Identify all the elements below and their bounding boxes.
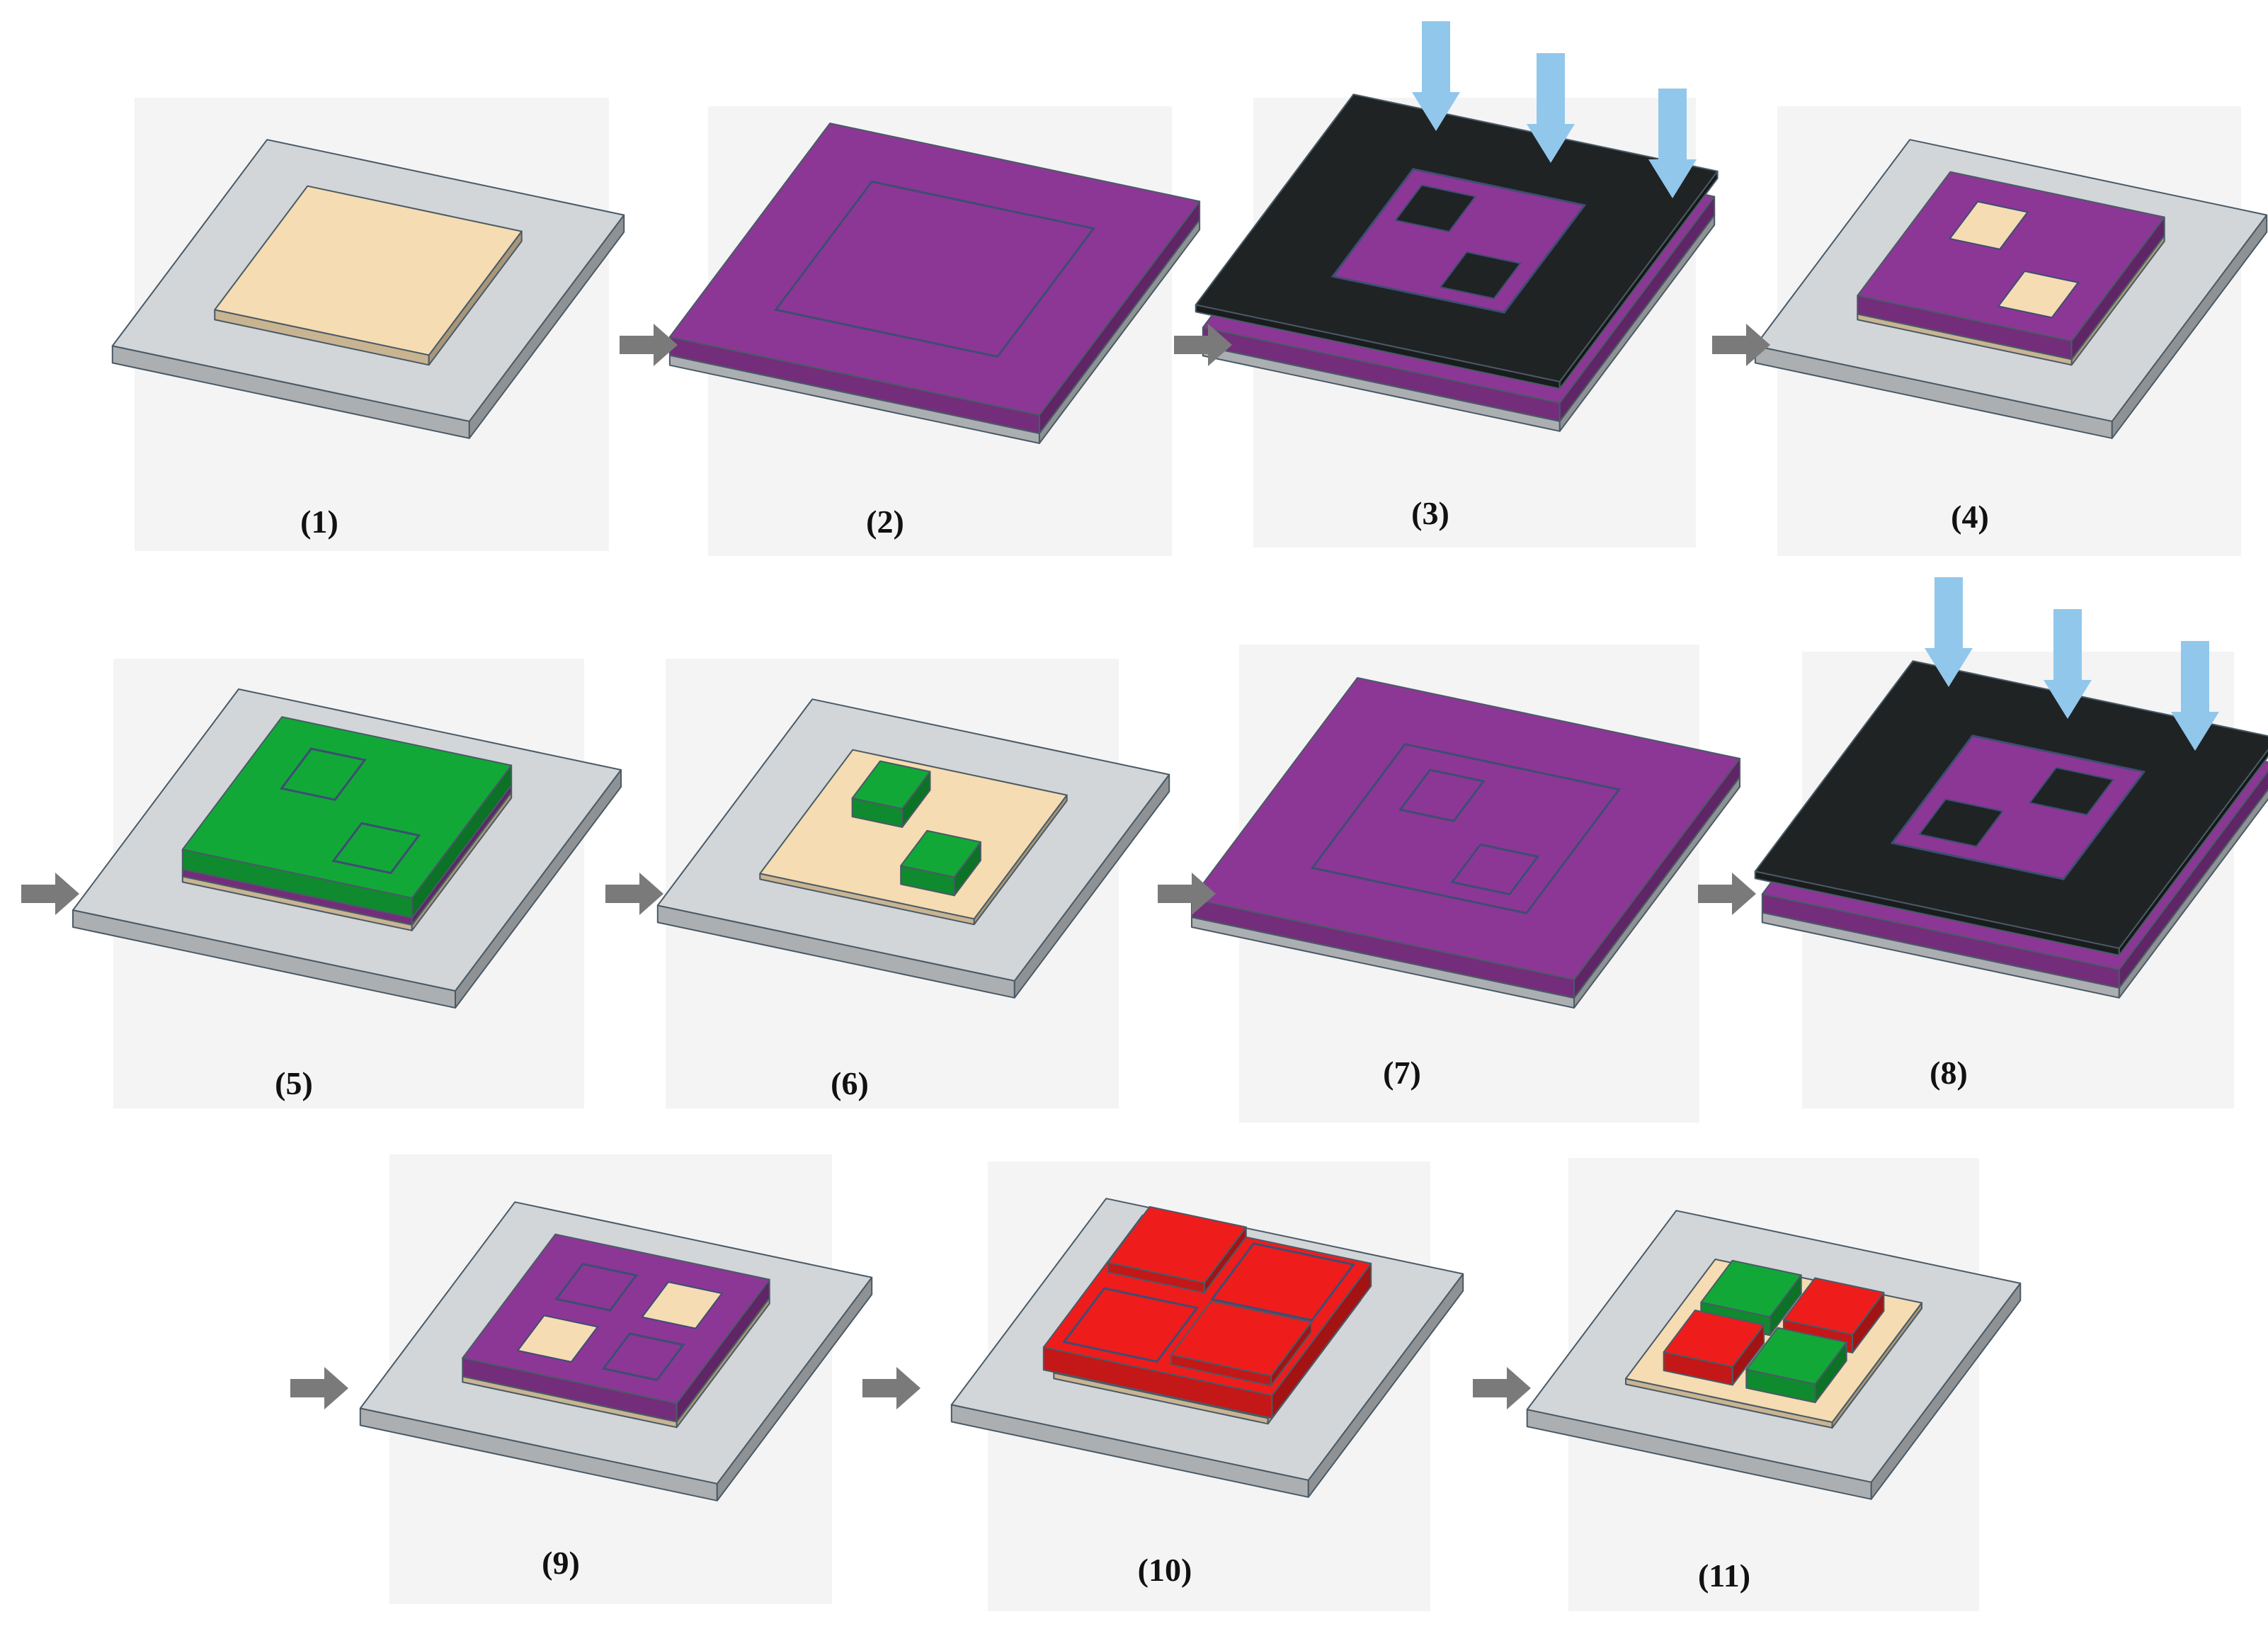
process-arrow-icon-10	[1473, 1367, 1531, 1409]
mask-window	[1330, 168, 1587, 314]
uv-exposure-arrow-icon-1	[1412, 21, 1460, 131]
process-arrow-icon-9	[862, 1367, 921, 1409]
step-label-2: (2)	[866, 504, 904, 540]
uv-exposure-arrow-icon-2	[1527, 53, 1575, 163]
green-cell-2	[900, 829, 981, 897]
mask-window	[1890, 734, 2146, 880]
red-recess-2	[1062, 1287, 1199, 1363]
process-arrow-icon-2	[1174, 324, 1232, 366]
process-arrow-icon-1	[620, 324, 678, 366]
step-illustration-5	[72, 688, 622, 1009]
red-recess-1	[1209, 1242, 1356, 1322]
mask-block-2	[1439, 251, 1522, 300]
step-illustration-3	[1195, 21, 1719, 432]
process-arrow-icon-4	[21, 873, 79, 915]
sacrificial-layer	[759, 749, 1068, 926]
resist-opening-2	[516, 1315, 599, 1363]
red-overfill-1	[1107, 1205, 1247, 1294]
buried-cell-outline-1	[1398, 768, 1486, 822]
green-recess-1	[279, 747, 367, 801]
green-cell-1	[851, 760, 931, 828]
process-arrow-icon-7	[1698, 873, 1756, 915]
process-arrow-icon-8	[290, 1367, 348, 1409]
mask-block-2	[1917, 798, 2005, 848]
photoresist-layer	[668, 123, 1201, 434]
red-overfill-2	[1170, 1300, 1312, 1387]
step-label-11: (11)	[1698, 1557, 1750, 1594]
step-label-10: (10)	[1138, 1552, 1192, 1588]
step-label-5: (5)	[275, 1065, 313, 1101]
uv-exposure-arrow-icon-3	[2171, 641, 2219, 751]
step-illustration-9	[359, 1201, 873, 1502]
step-label-3: (3)	[1411, 495, 1449, 531]
step-label-1: (1)	[300, 504, 338, 540]
photoresist-layer	[1857, 171, 2165, 361]
resist-opening-1	[641, 1281, 724, 1329]
red-cell-2	[1663, 1310, 1765, 1386]
uv-exposure-arrow-icon-3	[1648, 89, 1697, 198]
step-label-4: (4)	[1951, 499, 1989, 535]
uv-exposure-arrow-icon-1	[1925, 577, 1973, 687]
photoresist-layer	[462, 1233, 770, 1423]
buried-cell-outline-2	[1450, 843, 1540, 896]
step-illustration-1	[111, 139, 625, 439]
mask-block-1	[1394, 184, 1477, 233]
resist-opening-2	[1997, 270, 2080, 319]
filled-cell-outline-2	[601, 1332, 685, 1382]
process-arrow-icon-5	[605, 873, 663, 915]
green-cell-2	[1745, 1327, 1847, 1404]
filled-cell-outline-1	[554, 1262, 639, 1312]
step-label-7: (7)	[1383, 1055, 1421, 1091]
step-illustration-2	[668, 123, 1201, 444]
resist-opening-1	[1948, 200, 2029, 251]
process-arrow-icon-6	[1158, 873, 1216, 915]
pad-outline	[773, 180, 1096, 358]
step-label-9: (9)	[542, 1545, 580, 1581]
step-illustration-8	[1754, 577, 2268, 999]
step-label-8: (8)	[1930, 1055, 1968, 1091]
photoresist-layer	[1191, 677, 1740, 999]
step-illustration-7	[1191, 677, 1740, 1009]
step-illustration-11	[1526, 1210, 2022, 1500]
sacrificial-layer	[214, 185, 523, 366]
pad-outline	[1310, 743, 1622, 914]
step-illustration-6	[656, 698, 1170, 999]
step-label-6: (6)	[831, 1065, 869, 1101]
process-arrow-icon-3	[1712, 324, 1770, 366]
green-deposition-layer	[181, 716, 513, 919]
uv-exposure-arrow-icon-2	[2044, 609, 2092, 719]
mask-block-1	[2028, 766, 2115, 816]
green-recess-2	[331, 822, 421, 875]
step-illustration-10	[950, 1198, 1464, 1498]
step-illustration-4	[1754, 139, 2268, 439]
